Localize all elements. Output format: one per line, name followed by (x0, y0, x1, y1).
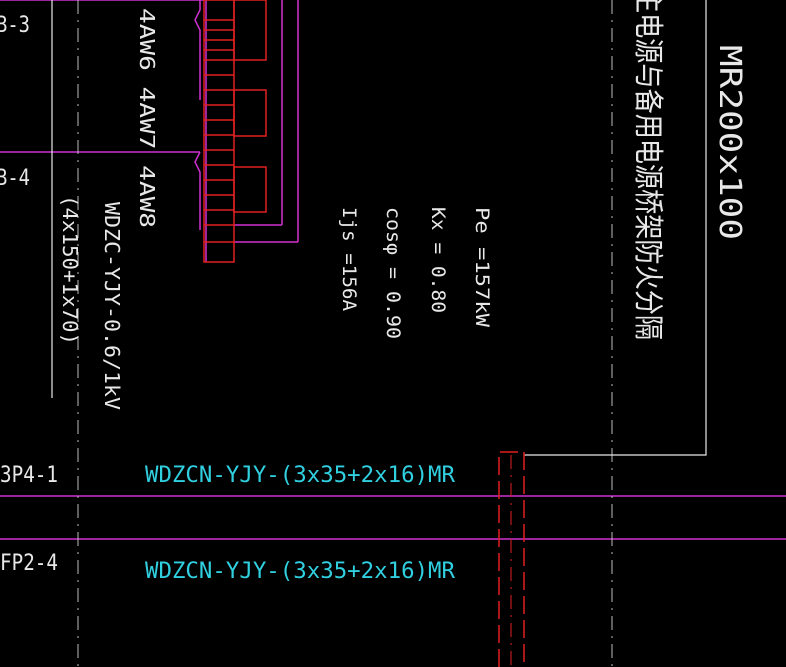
feeder-label-top-1: B-3 (0, 13, 30, 38)
breaker-blocks (203, 0, 267, 263)
cable-type-text: WDZC-YJY-0.6/1kV (100, 202, 124, 410)
load-kx-text: Kx = 0.80 (427, 207, 449, 313)
cable-label-2: WDZCN-YJY-(3x35+2x16)MR (145, 559, 456, 584)
feeder-label-top-2: B-4 (0, 166, 30, 191)
cable-tray (498, 451, 525, 667)
feeder-label-row-1: 3P4-1 (0, 463, 58, 488)
fire-partition-note: 主电源与备用电源桥架防火分隔 (630, 0, 665, 340)
breaker-ids: 4AW6 4AW7 4AW8 (135, 8, 159, 228)
breaker-wiring (194, 0, 299, 262)
tray-size-text: MR200x100 (712, 45, 747, 240)
load-cos-text: cosφ = 0.90 (382, 207, 404, 339)
load-ijs-text: Ijs =156A (338, 207, 360, 312)
feeder-label-row-2: FP2-4 (0, 551, 58, 576)
tray-leader-line (524, 0, 707, 456)
cable-spec-text: (4x150+1x70) (58, 195, 82, 345)
load-pe-text: Pe =157kW (471, 207, 493, 328)
cable-label-1: WDZCN-YJY-(3x35+2x16)MR (145, 463, 456, 488)
